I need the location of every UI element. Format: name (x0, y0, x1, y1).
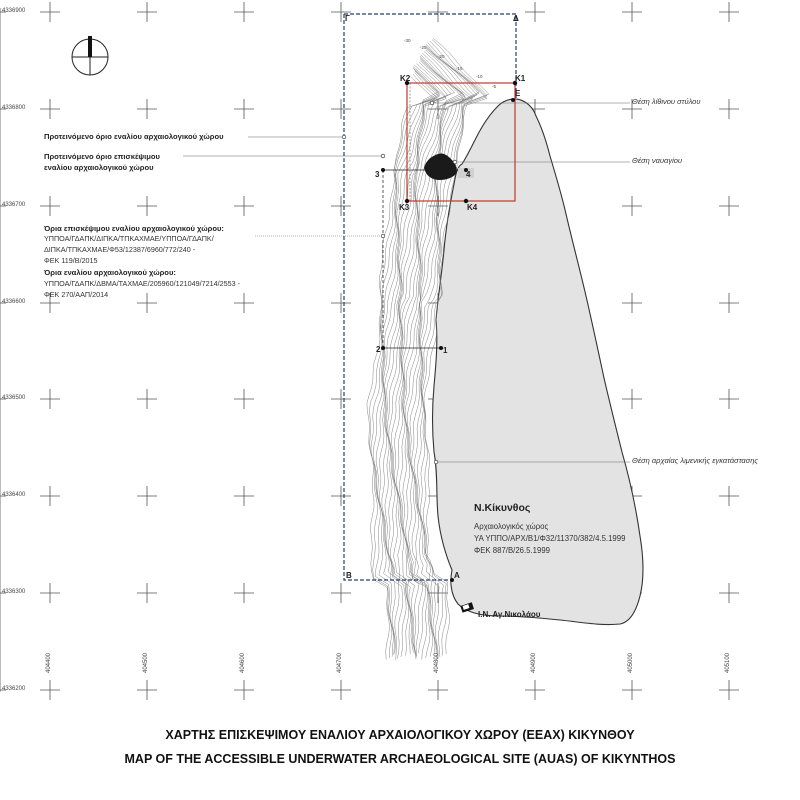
point-label-k3: Κ3 (399, 203, 410, 212)
northing-label: 4336200 (2, 686, 26, 692)
easting-label: 404700 (337, 652, 343, 673)
island-info-2: ΥΑ ΥΠΠΟ/ΑΡΧ/Β1/Φ32/11370/382/4.5.1999 (474, 534, 626, 543)
contour-line (423, 37, 490, 655)
contour-line (402, 52, 463, 654)
northing-label: 4336600 (2, 299, 26, 305)
contour-line (375, 69, 440, 654)
contour-line (394, 57, 467, 658)
point-label-2: 2 (376, 345, 381, 354)
northing-label: 4336800 (2, 105, 26, 111)
contour-line (404, 49, 474, 659)
depth-label: -10 (476, 74, 483, 79)
depth-label: -25 (420, 45, 427, 50)
contour-line (417, 42, 488, 659)
legend-proposed-accessible-limit-1: Προτεινόμενο όριο επισκέψιμου (44, 152, 160, 161)
legend-site-ref-2: ΦΕΚ 270/ΑΑΠ/2014 (44, 290, 109, 299)
church-label: Ι.Ν. Αγ.Νικολάου (478, 610, 541, 619)
title-greek: ΧΑΡΤΗΣ ΕΠΙΣΚΕΨΙΜΟΥ ΕΝΑΛΙΟΥ ΑΡΧΑΙΟΛΟΓΙΚΟΥ… (165, 728, 635, 742)
point-label-alpha: Α (454, 571, 460, 580)
easting-label: 404400 (46, 652, 52, 673)
island-name: Ν.Κίκυνθος (474, 502, 531, 514)
point-label-beta: Β (346, 571, 352, 580)
point-label-k4: Κ4 (467, 203, 478, 212)
legend-proposed-site-limit: Προτεινόμενο όριο εναλίου αρχαιολογικού … (44, 132, 224, 141)
easting-label: 404900 (531, 652, 537, 673)
point-label-delta: Δ (513, 14, 519, 23)
contour-line (372, 70, 441, 656)
title-english: MAP OF THE ACCESSIBLE UNDERWATER ARCHAEO… (124, 752, 676, 766)
point-label-4: 4 (466, 170, 471, 179)
easting-label: 405000 (628, 652, 634, 673)
easting-label: 404600 (240, 652, 246, 673)
church-icon (460, 602, 474, 613)
contour-line (391, 58, 465, 660)
easting-label: 405100 (725, 652, 731, 673)
northing-label: 4336500 (2, 395, 26, 401)
north-arrow-icon (71, 36, 109, 76)
annotation-stone-column: Θέση λίθινου στύλου (632, 97, 701, 106)
contour-line (381, 66, 447, 659)
contour-line (406, 48, 476, 657)
contour-line (420, 40, 487, 658)
point-label-epsilon: Ε (515, 89, 521, 98)
depth-labels: -30 -25 -20 -15 -10 -5 (404, 38, 496, 89)
legend-site-limits-title: Όρια εναλίου αρχαιολογικού χώρου: (44, 268, 176, 277)
point-label-3: 3 (375, 170, 380, 179)
legend-accessible-ref-2: ΔΙΠΚΑ/ΤΠΚΑΧΜΑΕ/Φ53/12387/6960/772/240 - (44, 245, 196, 254)
point-label-k1: Κ1 (515, 74, 526, 83)
contour-line (399, 54, 465, 655)
point-label-k2: Κ2 (400, 74, 411, 83)
island-info-1: Αρχαιολογικός χώρος (474, 522, 549, 531)
easting-label: 404500 (143, 652, 149, 673)
proposed-site-boundary (343, 13, 517, 581)
easting-label: 404800 (434, 652, 440, 673)
legend-accessible-ref-3: ΦΕΚ 119/Β/2015 (44, 256, 98, 265)
island-info-3: ΦΕΚ 887/Β/26.5.1999 (474, 546, 551, 555)
legend-site-ref-1: ΥΠΠΟΑ/ΓΔΑΠΚ/ΔΒΜΑ/ΤΑΧΜΑΕ/205960/121049/72… (44, 279, 241, 288)
legend-leader-lines (183, 100, 630, 465)
legend-accessible-limits-title: Όρια επισκέψιμου εναλίου αρχαιολογικού χ… (44, 224, 224, 233)
island-shape (431, 98, 644, 626)
point-label-gamma: Γ (345, 14, 350, 23)
contour-line (379, 67, 439, 661)
legend-proposed-accessible-limit-2: εναλίου αρχαιολογικού χώρου (44, 163, 154, 172)
legend-accessible-ref-1: ΥΠΠΟΑ/ΓΔΑΠΚ/ΔΙΠΚΑ/ΤΠΚΑΧΜΑΕ/ΥΠΠΟΑ/ΓΔΑΠΚ/ (44, 234, 214, 243)
contour-line (386, 61, 452, 655)
northing-label: 4336300 (2, 589, 26, 595)
shipwreck-shape (424, 153, 457, 180)
northing-label: 4336900 (2, 8, 26, 14)
annotation-shipwreck: Θέση ναυαγίου (632, 156, 683, 165)
contour-line (409, 46, 478, 656)
contour-line (366, 75, 436, 660)
northing-label: 4336400 (2, 492, 26, 498)
depth-label: -5 (492, 84, 496, 89)
map-canvas: -30 -25 -20 -15 -10 -5 (0, 2, 739, 700)
contour-line (396, 55, 466, 657)
depth-label: -15 (456, 66, 463, 71)
point-label-1: 1 (443, 346, 448, 355)
depth-label: -30 (404, 38, 411, 43)
accessible-site-boundary (406, 82, 516, 202)
contour-line (403, 51, 473, 660)
annotation-harbour: Θέση αρχαίας λιμενικής εγκατάστασης (632, 456, 759, 465)
contour-line (388, 60, 455, 653)
contour-line (422, 39, 488, 656)
corner-markers (381, 80, 518, 582)
depth-label: -20 (438, 54, 445, 59)
northing-label: 4336700 (2, 202, 26, 208)
contour-line (384, 64, 447, 658)
